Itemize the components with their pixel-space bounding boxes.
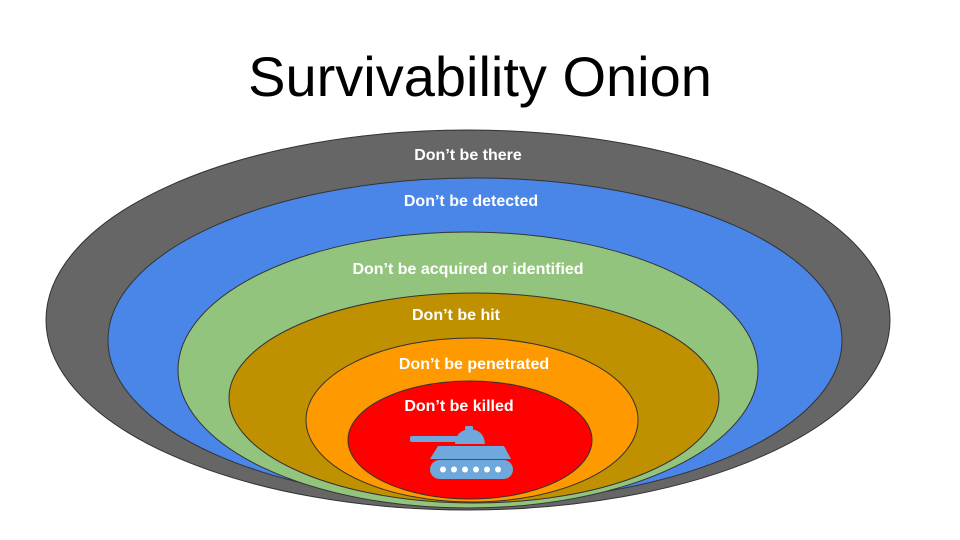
layer-there-label: Don’t be there	[414, 147, 522, 164]
tank-wheels	[440, 466, 501, 473]
slide-title: Survivability Onion	[248, 45, 712, 108]
layer-killed-label: Don’t be killed	[404, 398, 513, 415]
layer-acquired-label: Don’t be acquired or identified	[352, 261, 583, 278]
layer-penetrated-label: Don’t be penetrated	[399, 356, 549, 373]
tank-icon	[410, 426, 513, 479]
layer-hit-label: Don’t be hit	[412, 307, 501, 324]
layer-detected-label: Don’t be detected	[404, 193, 538, 210]
